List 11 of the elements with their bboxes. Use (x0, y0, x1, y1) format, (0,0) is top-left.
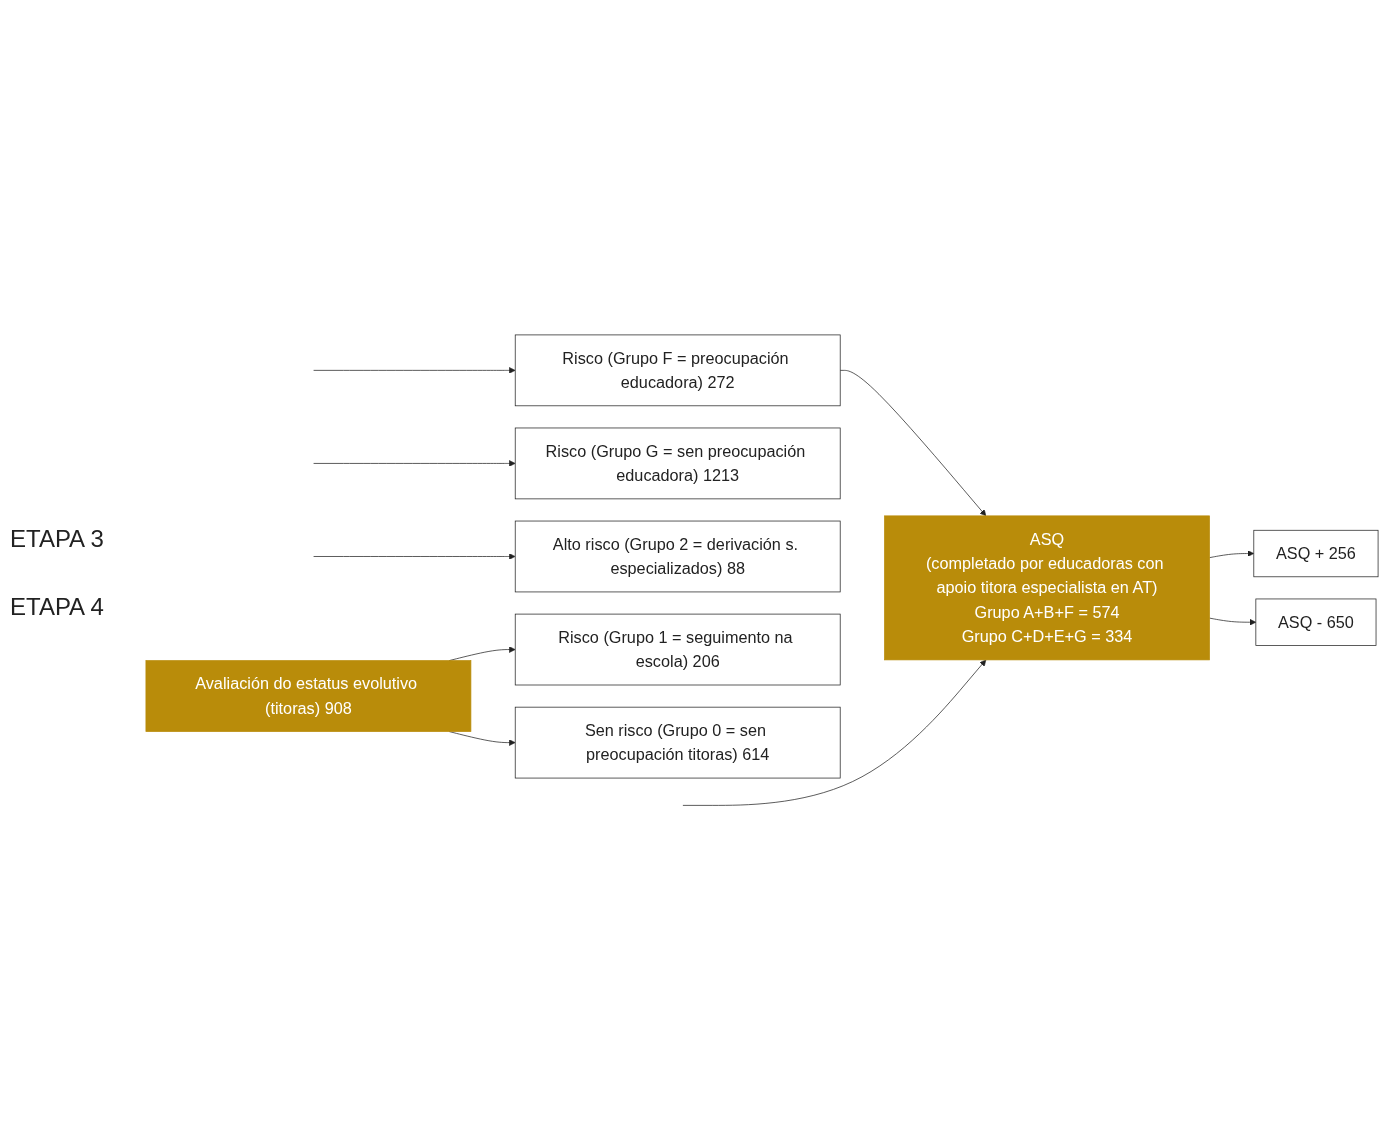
node-box: ASQ - 650 (1255, 598, 1377, 646)
node-box: Risco (Grupo G = sen preocupación educadora) 1213 (514, 427, 841, 499)
node-box: Risco (Grupo 1 = seguimento na escola) 206 (514, 613, 841, 686)
stage-label: ETAPA 3 (10, 524, 105, 553)
node-box: Avaliación do estatus evolutivo (titoras) 908 (145, 660, 472, 732)
node-box: Alto risco (Grupo 2 = derivación s. especializados) 88 (514, 520, 841, 593)
node-box: Sen risco (Grupo 0 = sen preocupación titoras) 614 (514, 706, 841, 779)
node-box: Risco (Grupo F = preocupación educadora) 272 (514, 334, 841, 406)
stage-label: ETAPA 4 (10, 592, 105, 621)
node-box: ASQ (completado por educadoras con apoio titora especialista en AT) Grupo A+B+F = 574 Grupo C+D+E+G = 334 (884, 515, 1210, 660)
node-box: ASQ + 256 (1253, 529, 1379, 577)
